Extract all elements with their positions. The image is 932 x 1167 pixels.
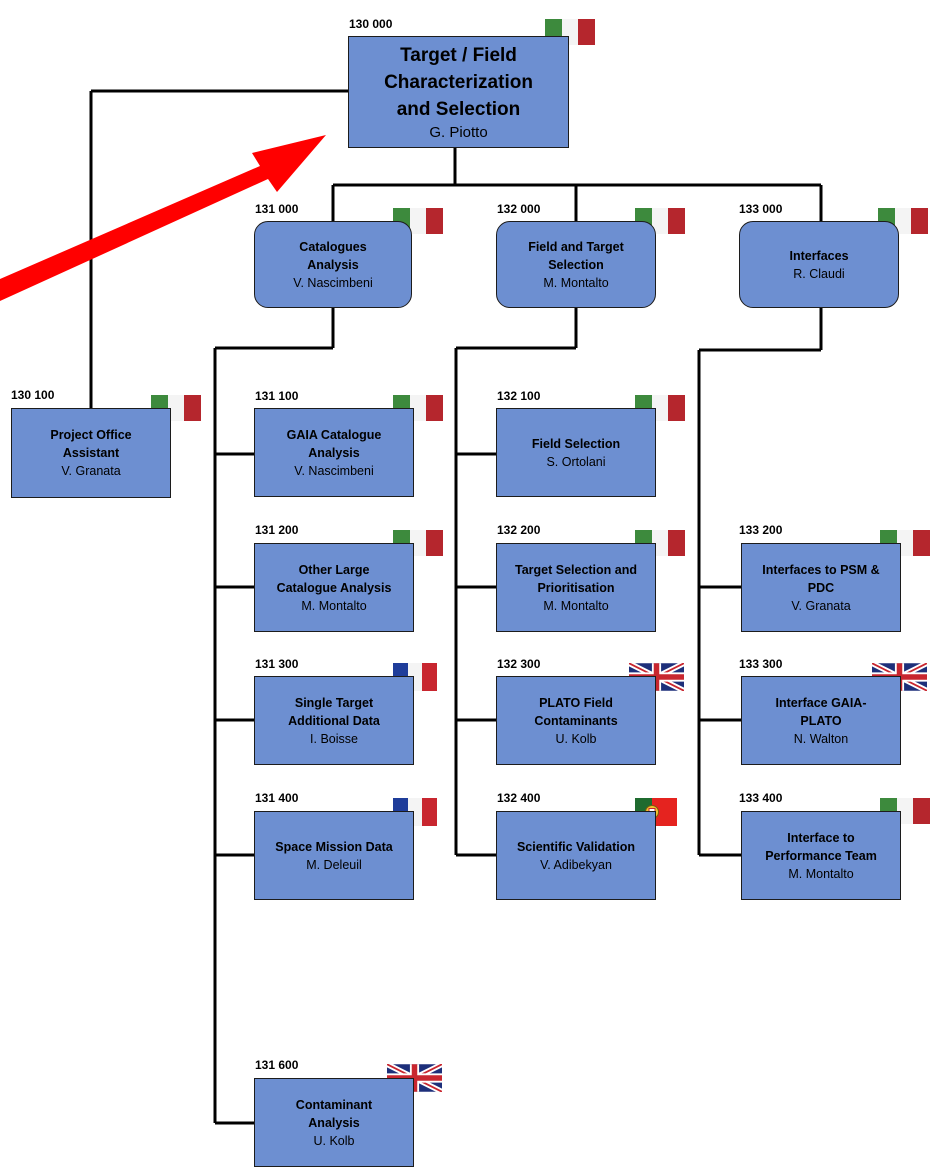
node-person: V. Adibekyan <box>540 857 612 872</box>
node-box: Interfaces to PSM & PDC V. Granata <box>741 543 901 632</box>
node-code: 133 300 <box>739 657 783 671</box>
node-person: U. Kolb <box>555 731 597 746</box>
node-person: M. Montalto <box>543 598 609 613</box>
node-code: 130 000 <box>349 17 393 31</box>
node-title: Other Large Catalogue Analysis <box>276 562 392 595</box>
node-code: 131 100 <box>255 389 299 403</box>
node-code: 133 000 <box>739 202 783 216</box>
node-person: V. Granata <box>791 598 851 613</box>
node-title: Space Mission Data <box>275 839 393 854</box>
node-title: Target Selection and Prioritisation <box>514 562 637 595</box>
node-title: Target / Field Characterization and Sele… <box>384 45 533 120</box>
node-title: Interface GAIA- PLATO <box>775 695 867 728</box>
node-title: Project Office Assistant <box>50 428 132 460</box>
node-person: M. Montalto <box>788 866 854 881</box>
node-box: Target / Field Characterization and Sele… <box>348 36 569 148</box>
node-person: M. Montalto <box>543 275 609 290</box>
node-box: GAIA Catalogue Analysis V. Nascimbeni <box>254 408 414 497</box>
node-title: Catalogues Analysis <box>299 239 367 272</box>
node-person: V. Nascimbeni <box>293 275 373 290</box>
node-code: 131 600 <box>255 1058 299 1072</box>
node-code: 131 300 <box>255 657 299 671</box>
node-title: Field Selection <box>531 436 621 451</box>
node-code: 133 200 <box>739 523 783 537</box>
node-box: Target Selection and Prioritisation M. M… <box>496 543 656 632</box>
node-code: 131 200 <box>255 523 299 537</box>
node-person: M. Deleuil <box>306 857 362 872</box>
node-person: S. Ortolani <box>546 454 606 469</box>
node-box: Catalogues Analysis V. Nascimbeni <box>254 221 412 308</box>
node-box: Interfaces R. Claudi <box>739 221 899 308</box>
node-person: N. Walton <box>793 731 849 746</box>
node-code: 132 100 <box>497 389 541 403</box>
node-person: R. Claudi <box>793 266 845 281</box>
node-box: Contaminant Analysis U. Kolb <box>254 1078 414 1167</box>
node-person: V. Nascimbeni <box>294 463 374 478</box>
node-title: GAIA Catalogue Analysis <box>286 427 382 460</box>
node-box: Interface to Performance Team M. Montalt… <box>741 811 901 900</box>
node-title: Single Target Additional Data <box>288 695 380 728</box>
node-box: Field and Target Selection M. Montalto <box>496 221 656 308</box>
node-person: G. Piotto <box>429 124 488 141</box>
node-box: Field Selection S. Ortolani <box>496 408 656 497</box>
node-box: PLATO Field Contaminants U. Kolb <box>496 676 656 765</box>
node-code: 132 300 <box>497 657 541 671</box>
node-person: V. Granata <box>61 464 121 478</box>
node-box: Project Office Assistant V. Granata <box>11 408 171 498</box>
node-person: I. Boisse <box>310 731 358 746</box>
node-title: Interfaces <box>789 248 849 263</box>
node-box: Space Mission Data M. Deleuil <box>254 811 414 900</box>
node-person: U. Kolb <box>313 1133 355 1148</box>
node-code: 131 400 <box>255 791 299 805</box>
node-person: M. Montalto <box>301 598 367 613</box>
node-title: Interface to Performance Team <box>765 830 877 863</box>
node-title: Field and Target Selection <box>528 239 624 272</box>
node-code: 133 400 <box>739 791 783 805</box>
node-title: Interfaces to PSM & PDC <box>762 562 880 595</box>
node-title: Contaminant Analysis <box>295 1097 373 1130</box>
node-title: PLATO Field Contaminants <box>534 695 618 728</box>
node-code: 130 100 <box>11 388 55 402</box>
node-code: 132 400 <box>497 791 541 805</box>
node-box: Scientific Validation V. Adibekyan <box>496 811 656 900</box>
node-box: Other Large Catalogue Analysis M. Montal… <box>254 543 414 632</box>
node-code: 131 000 <box>255 202 299 216</box>
node-title: Scientific Validation <box>516 839 636 854</box>
node-box: Interface GAIA- PLATO N. Walton <box>741 676 901 765</box>
node-box: Single Target Additional Data I. Boisse <box>254 676 414 765</box>
node-code: 132 000 <box>497 202 541 216</box>
node-code: 132 200 <box>497 523 541 537</box>
